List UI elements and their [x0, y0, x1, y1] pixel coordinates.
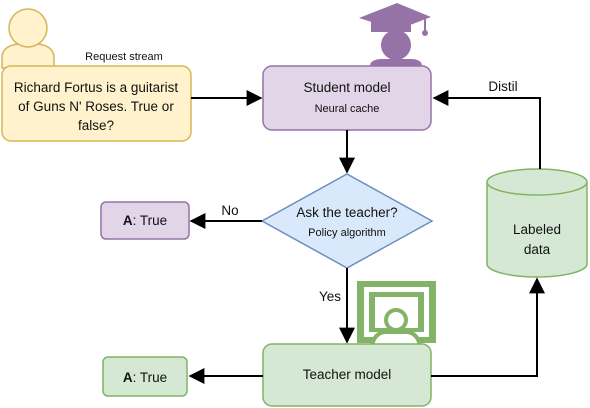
labeled-data-line-2: data — [524, 242, 551, 257]
student-model-title: Student model — [303, 80, 390, 95]
labeled-data-cylinder: Labeled data — [486, 168, 588, 278]
person-icon — [1, 8, 55, 69]
decision-title: Ask the teacher? — [296, 205, 397, 220]
question-line-1: Richard Fortus is a guitarist — [14, 80, 179, 95]
labeled-data-line-1: Labeled — [513, 222, 561, 237]
teacher-answer-box: A: True — [102, 356, 188, 397]
answer-value: : True — [133, 370, 168, 385]
svg-text:A: True: A: True — [123, 213, 167, 228]
yes-label: Yes — [319, 289, 341, 304]
distil-label: Distil — [488, 79, 517, 94]
ask-teacher-decision: Ask the teacher? Policy algorithm — [260, 173, 434, 269]
decision-subtitle: Policy algorithm — [308, 227, 386, 239]
student-answer-box: A: True — [100, 201, 190, 240]
graduate-icon — [359, 3, 431, 66]
request-box: Richard Fortus is a guitarist of Guns N'… — [1, 65, 192, 142]
teacher-to-data-arrow — [431, 277, 545, 377]
request-stream-label: Request stream — [85, 51, 163, 63]
teacher-model-title: Teacher model — [303, 367, 392, 382]
svg-text:A: True: A: True — [123, 370, 167, 385]
student-model-box: Student model Neural cache — [262, 65, 432, 131]
student-model-subtitle: Neural cache — [315, 103, 380, 115]
answer-prefix: A — [123, 213, 133, 228]
teacher-model-box: Teacher model — [262, 343, 432, 407]
distil-arrow — [432, 90, 541, 169]
question-line-2: of Guns N' Roses. True or — [18, 99, 174, 114]
question-line-3: false? — [78, 118, 114, 133]
answer-value: : True — [133, 213, 168, 228]
teacher-board-icon — [357, 281, 436, 348]
answer-prefix: A — [123, 370, 133, 385]
no-label: No — [221, 203, 238, 218]
